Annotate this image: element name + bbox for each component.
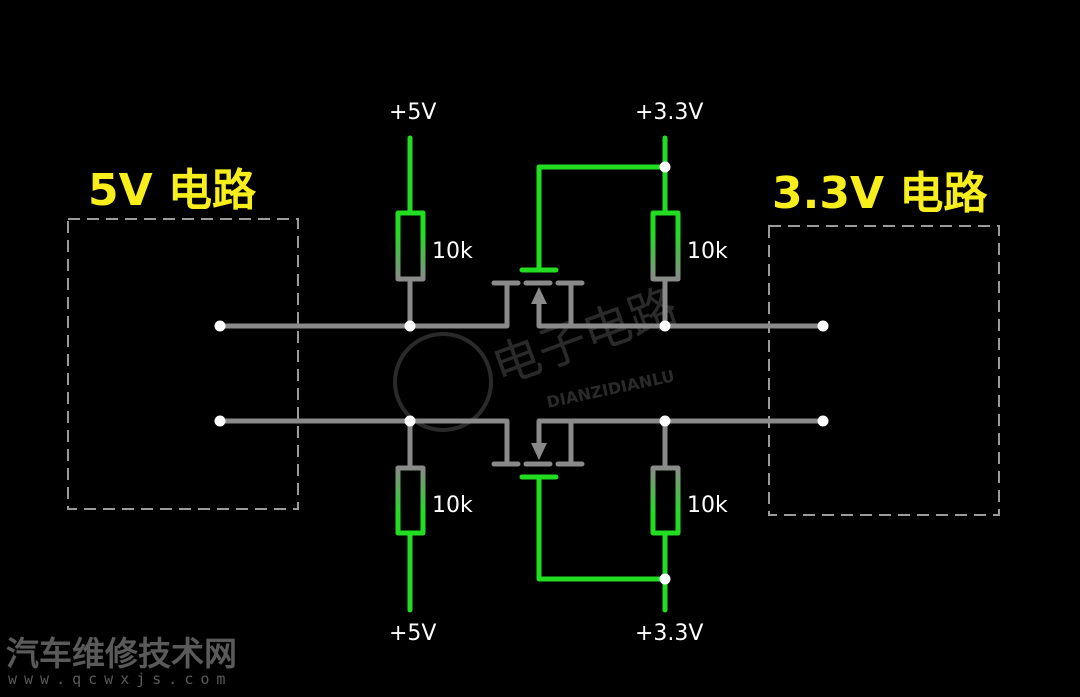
resistor-label-bottom-right: 10k xyxy=(687,493,728,518)
supply-label-bottom-right: +3.3V xyxy=(635,621,703,646)
3v3-circuit-label: 3.3V 电路 xyxy=(772,168,988,219)
supply-label-bottom-left: +5V xyxy=(389,621,436,646)
mosfet-bottom-arrow-icon xyxy=(531,443,547,460)
footer-logo-title: 汽车维修技术网 xyxy=(6,634,237,673)
resistor-top-right xyxy=(650,210,681,282)
junction-dots xyxy=(214,161,829,585)
supply-label-top-right: +3.3V xyxy=(635,100,703,125)
resistor-top-left xyxy=(395,210,426,282)
resistor-label-top-left: 10k xyxy=(432,239,473,264)
3v3-circuit-box xyxy=(768,225,1000,516)
5v-circuit-label: 5V 电路 xyxy=(88,165,257,216)
watermark-bulb-icon xyxy=(393,332,493,432)
resistor-bottom-right xyxy=(650,465,681,536)
green-wires xyxy=(407,135,668,613)
supply-label-top-left: +5V xyxy=(389,100,436,125)
gray-wires xyxy=(217,277,826,471)
footer-logo-url: www.qcwxjs.com xyxy=(8,670,232,688)
resistor-bottom-left xyxy=(395,465,426,536)
resistor-label-top-right: 10k xyxy=(687,239,728,264)
5v-circuit-box xyxy=(67,218,299,510)
resistor-label-bottom-left: 10k xyxy=(432,493,473,518)
mosfet-top-arrow-icon xyxy=(531,287,547,304)
